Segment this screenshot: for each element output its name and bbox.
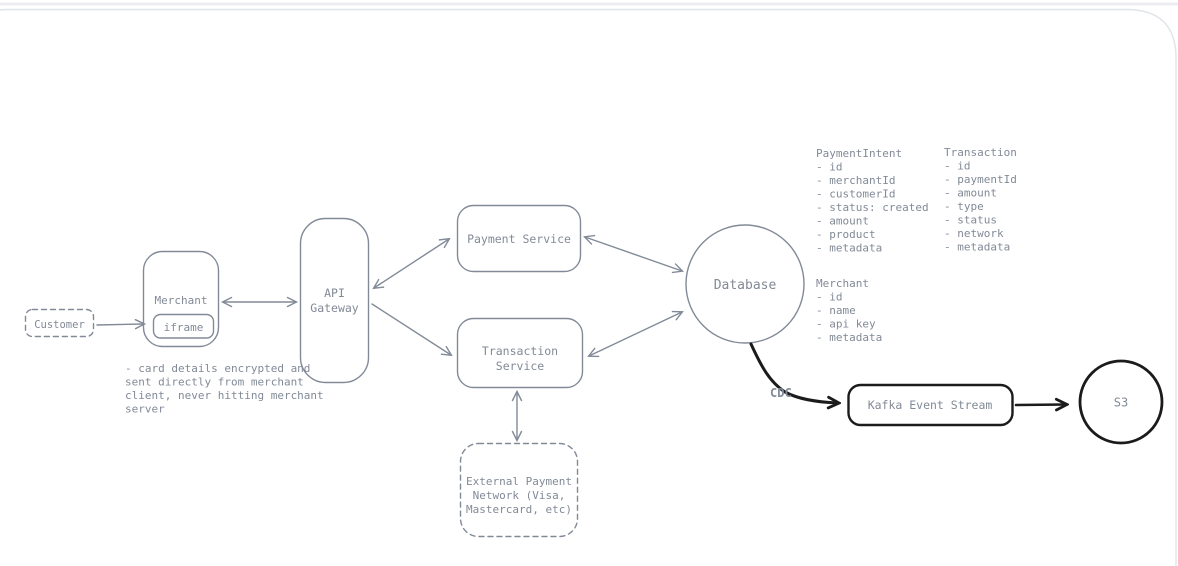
kafka-label: Kafka Event Stream (868, 398, 993, 412)
external-network-box[interactable] (459, 442, 579, 538)
transaction-service-label-line1: Transaction (482, 344, 558, 358)
external-network-label-line1: External Payment (466, 475, 572, 488)
payment-service-label: Payment Service (467, 232, 571, 246)
frame-rounded-border (0, 8, 1177, 566)
external-network-label-line3: Mastercard, etc) (466, 503, 572, 516)
payment-intent-schema-line-3: - merchantId (816, 174, 895, 187)
node-customer[interactable]: Customer (24, 308, 95, 338)
database-circle[interactable] (685, 224, 805, 344)
transaction-schema-line-1: Transaction (944, 146, 1017, 159)
payment-intent-schema-line-6: - amount (816, 215, 869, 228)
api-gateway-label-line2: Gateway (310, 301, 359, 315)
kafka-box[interactable] (847, 383, 1014, 427)
node-external-payment-network[interactable]: External Payment Network (Visa, Masterca… (459, 442, 579, 538)
payment-intent-schema-line-8: - metadata (816, 242, 882, 255)
node-s3[interactable]: S3 (1078, 359, 1164, 445)
node-kafka-event-stream[interactable]: Kafka Event Stream (847, 383, 1014, 427)
merchant-schema-line-4: - api key (816, 318, 876, 331)
payment-intent-schema-line-4: - customerId (816, 188, 895, 201)
note-line-4: server (125, 403, 165, 416)
external-network-label-line2: Network (Visa, (473, 489, 566, 502)
schema-merchant[interactable]: Merchant - id - name - api key - metadat… (816, 277, 882, 344)
arrow-customer-to-merchant[interactable] (96, 324, 144, 325)
iframe-label: iframe (164, 321, 204, 334)
payment-intent-schema-line-2: - id (816, 161, 843, 174)
s3-circle[interactable] (1078, 359, 1164, 445)
arrow-kafka-to-s3[interactable] (1014, 405, 1066, 406)
payment-intent-schema-line-7: - product (816, 228, 876, 241)
transaction-service-box[interactable] (456, 317, 584, 389)
note-line-2: sent directly from merchant (125, 376, 304, 389)
merchant-schema-line-1: Merchant (816, 277, 869, 290)
arrow-database-to-kafka-cdc[interactable] (749, 342, 838, 403)
node-database[interactable]: Database (685, 224, 805, 344)
s3-label: S3 (1114, 396, 1128, 410)
customer-label: Customer (34, 319, 85, 331)
transaction-schema-line-4: - amount (944, 187, 997, 200)
arrow-apigateway-transactionservice[interactable] (371, 303, 451, 355)
note-line-3: client, never hitting merchant (125, 389, 324, 402)
transaction-schema-line-3: - paymentId (944, 173, 1017, 186)
arrow-paymentservice-database[interactable] (585, 237, 682, 271)
node-merchant[interactable]: Merchant iframe (142, 250, 220, 348)
merchant-schema-line-2: - id (816, 291, 843, 304)
database-label: Database (714, 278, 777, 293)
schema-transaction[interactable]: Transaction - id - paymentId - amount - … (944, 146, 1017, 254)
payment-intent-schema-line-1: PaymentIntent (816, 147, 902, 160)
cdc-label: CDC (770, 386, 792, 400)
arrow-transactionservice-database[interactable] (589, 312, 682, 356)
arrow-apigateway-paymentservice[interactable] (374, 239, 449, 288)
merchant-schema-line-3: - name (816, 304, 856, 317)
iframe-box[interactable] (152, 313, 215, 339)
transaction-schema-line-5: - type (944, 200, 984, 213)
transaction-schema-line-7: - network (944, 227, 1004, 240)
transaction-schema-line-8: - metadata (944, 241, 1010, 254)
node-transaction-service[interactable]: Transaction Service (456, 317, 584, 389)
api-gateway-label-line1: API (324, 286, 345, 300)
api-gateway-box[interactable] (299, 217, 370, 384)
transaction-schema-line-6: - status (944, 214, 997, 227)
transaction-schema-line-2: - id (944, 160, 971, 173)
payment-intent-schema-line-5: - status: created (816, 201, 929, 214)
note-line-1: - card details encrypted and (125, 362, 310, 375)
schema-payment-intent[interactable]: PaymentIntent - id - merchantId - custom… (816, 147, 929, 255)
note-card-details[interactable]: - card details encrypted and sent direct… (125, 362, 324, 416)
node-payment-service[interactable]: Payment Service (456, 204, 582, 273)
merchant-label: Merchant (155, 294, 208, 307)
node-api-gateway[interactable]: API Gateway (299, 217, 370, 384)
payment-service-box[interactable] (456, 204, 582, 273)
customer-box[interactable] (24, 308, 95, 338)
transaction-service-label-line2: Service (496, 359, 545, 373)
merchant-schema-line-5: - metadata (816, 331, 882, 344)
merchant-box[interactable] (142, 250, 220, 348)
